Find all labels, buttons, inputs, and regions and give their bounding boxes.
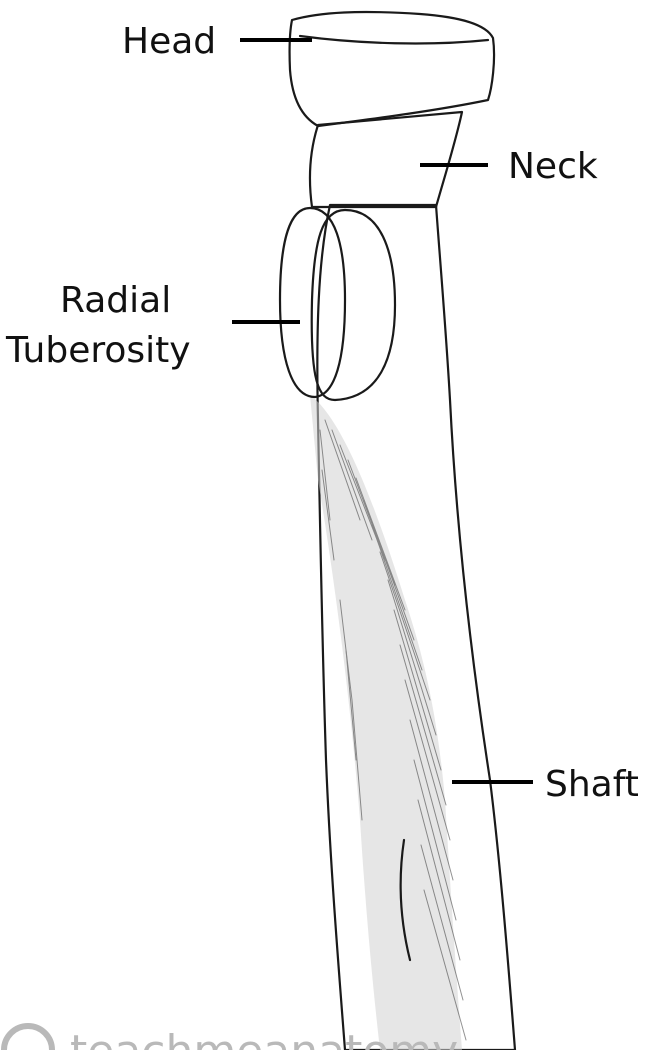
watermark-text: teachmeanatomy [70, 1026, 458, 1050]
neck-region [310, 112, 462, 207]
shaft-shading [310, 395, 462, 1050]
watermark-logo [4, 1026, 52, 1050]
neck-label: Neck [508, 146, 598, 187]
tuberosity-label-line2: Tuberosity [5, 330, 191, 371]
head-rim-line [300, 36, 488, 43]
head-label: Head [122, 21, 216, 62]
head-region [290, 12, 494, 126]
watermark: teachmeanatomy [4, 1026, 458, 1050]
shaft-label: Shaft [545, 764, 639, 805]
tuberosity-label-line1: Radial [60, 280, 171, 321]
